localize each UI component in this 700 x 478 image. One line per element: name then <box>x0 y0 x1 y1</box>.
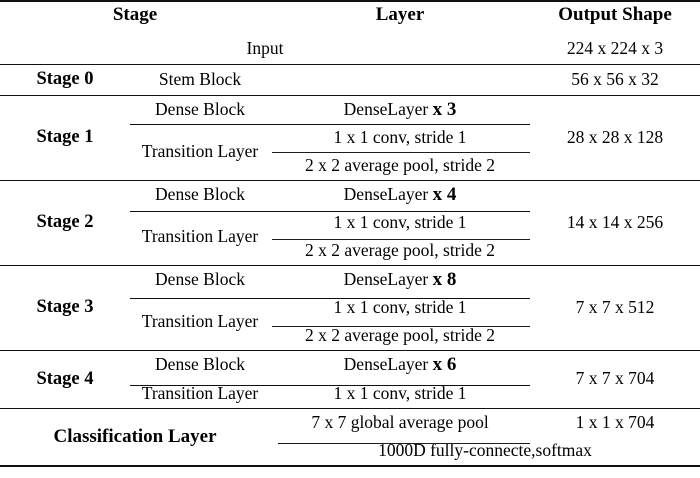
table-row-stage-4-transition: Transition Layer 1 x 1 conv, stride 1 <box>0 379 700 408</box>
classification-line1: 7 x 7 global average pool <box>311 412 489 432</box>
cmidrule-stage2-transition <box>272 239 530 240</box>
stage-1-dense-layer-text: DenseLayer <box>343 99 429 120</box>
input-layer-cell: Input <box>246 37 284 58</box>
input-output-cell: 224 x 224 x 3 <box>566 37 664 58</box>
column-header-stage: Stage <box>112 4 158 25</box>
stage-3-output-cell: 7 x 7 x 512 <box>575 296 655 317</box>
stage-4-transition-label: Transition Layer <box>141 382 259 403</box>
architecture-table: Stage Layer Output Shape Input 224 x 224… <box>0 1 700 466</box>
stage-1-dense-layer-mult: x 3 <box>432 99 457 121</box>
stage-3-dense-block-label: Dense Block <box>155 269 245 289</box>
table-row-stage-3-dense: Stage 3 Dense Block DenseLayer x 8 7 x 7… <box>0 265 700 316</box>
cmidrule-stage1-transition <box>272 152 530 153</box>
stage-4-transition-line1: 1 x 1 conv, stride 1 <box>333 382 467 403</box>
table-header: Stage Layer Output Shape <box>0 1 700 33</box>
stage-3-dense-layer-text: DenseLayer <box>343 269 429 290</box>
stage-1-dense-layer-cell: DenseLayer x 3 <box>270 95 530 124</box>
table-row-stage-0: Stage 0 Stem Block 56 x 56 x 32 <box>0 64 700 95</box>
cmidrule-classification <box>278 443 530 444</box>
table-row-stage-1-transition-b: 2 x 2 average pool, stride 2 <box>0 152 700 180</box>
table-row-stage-1-dense: Stage 1 Dense Block DenseLayer x 3 28 x … <box>0 95 700 146</box>
stage-2-dense-layer-text: DenseLayer <box>343 184 429 205</box>
column-header-output-shape: Output Shape <box>558 4 672 25</box>
stage-1-transition-label: Transition Layer <box>141 141 259 161</box>
stage-3-dense-layer-cell: DenseLayer x 8 <box>270 265 530 294</box>
table-row-stage-4-dense: Stage 4 Dense Block DenseLayer x 6 7 x 7… <box>0 350 700 388</box>
stage-2-transition-label: Transition Layer <box>141 226 259 246</box>
stage-label-4: Stage 4 <box>36 368 94 389</box>
table-row-classification-b: 1000D fully-connecte,softmax <box>0 437 700 466</box>
stage-4-dense-layer-mult: x 6 <box>432 354 457 376</box>
stage-2-transition-line1: 1 x 1 conv, stride 1 <box>333 212 467 233</box>
stage-1-transition-line1: 1 x 1 conv, stride 1 <box>333 127 467 148</box>
table-row-classification-a: Classification Layer 7 x 7 global averag… <box>0 408 700 446</box>
stage-1-output-cell: 28 x 28 x 128 <box>566 126 664 147</box>
stage-label-1: Stage 1 <box>36 127 94 148</box>
table-row-stage-2-dense: Stage 2 Dense Block DenseLayer x 4 14 x … <box>0 180 700 231</box>
stage-2-dense-layer-mult: x 4 <box>432 184 457 206</box>
stage-2-transition-line2: 2 x 2 average pool, stride 2 <box>305 240 496 260</box>
classification-output-cell: 1 x 1 x 704 <box>575 412 655 432</box>
table-row-stage-3-transition-b: 2 x 2 average pool, stride 2 <box>0 322 700 350</box>
classification-layer-label: Classification Layer <box>53 426 217 448</box>
stage-1-dense-block-label: Dense Block <box>155 99 245 119</box>
stage-4-output-cell: 7 x 7 x 704 <box>575 368 655 389</box>
stage-0-sub-cell: Stem Block <box>158 68 242 89</box>
stage-3-transition-label: Transition Layer <box>141 311 259 331</box>
stage-0-layer-cell <box>270 64 530 95</box>
cmidrule-stage1-dense <box>130 124 530 126</box>
classification-line2: 1000D fully-connecte,softmax <box>378 440 592 461</box>
stage-label-2: Stage 2 <box>36 212 94 233</box>
stage-4-dense-layer-text: DenseLayer <box>343 354 429 375</box>
cmidrule-stage4-dense <box>130 385 530 387</box>
stage-2-dense-block-label: Dense Block <box>155 184 245 204</box>
stage-4-dense-layer-cell: DenseLayer x 6 <box>270 350 530 379</box>
table-row-stage-3-transition-a: Transition Layer 1 x 1 conv, stride 1 <box>0 294 700 330</box>
cmidrule-stage2-dense <box>130 211 530 213</box>
stage-3-dense-layer-mult: x 8 <box>432 269 457 291</box>
cmidrule-stage3-transition <box>272 326 530 327</box>
stage-1-transition-line2: 2 x 2 average pool, stride 2 <box>305 155 496 175</box>
stage-0-output-cell: 56 x 56 x 32 <box>571 68 659 89</box>
table-row-input: Input 224 x 224 x 3 <box>0 33 700 64</box>
stage-3-transition-line2: 2 x 2 average pool, stride 2 <box>305 325 496 345</box>
stage-label-3: Stage 3 <box>36 297 94 318</box>
cmidrule-stage3-dense <box>130 298 530 300</box>
table-row-stage-2-transition-b: 2 x 2 average pool, stride 2 <box>0 237 700 265</box>
stage-3-transition-line1: 1 x 1 conv, stride 1 <box>333 297 467 318</box>
stage-4-dense-block-label: Dense Block <box>155 354 245 374</box>
table-body: Input 224 x 224 x 3 Stage 0 Stem Block 5… <box>0 33 700 466</box>
stage-2-output-cell: 14 x 14 x 256 <box>566 211 664 232</box>
stage-2-dense-layer-cell: DenseLayer x 4 <box>270 180 530 209</box>
table-row-stage-2-transition-a: Transition Layer 1 x 1 conv, stride 1 <box>0 209 700 245</box>
header-row: Stage Layer Output Shape <box>0 1 700 27</box>
table-row-stage-1-transition-a: Transition Layer 1 x 1 conv, stride 1 <box>0 124 700 160</box>
stage-label-0: Stage 0 <box>36 69 94 90</box>
column-header-layer: Layer <box>375 4 425 25</box>
